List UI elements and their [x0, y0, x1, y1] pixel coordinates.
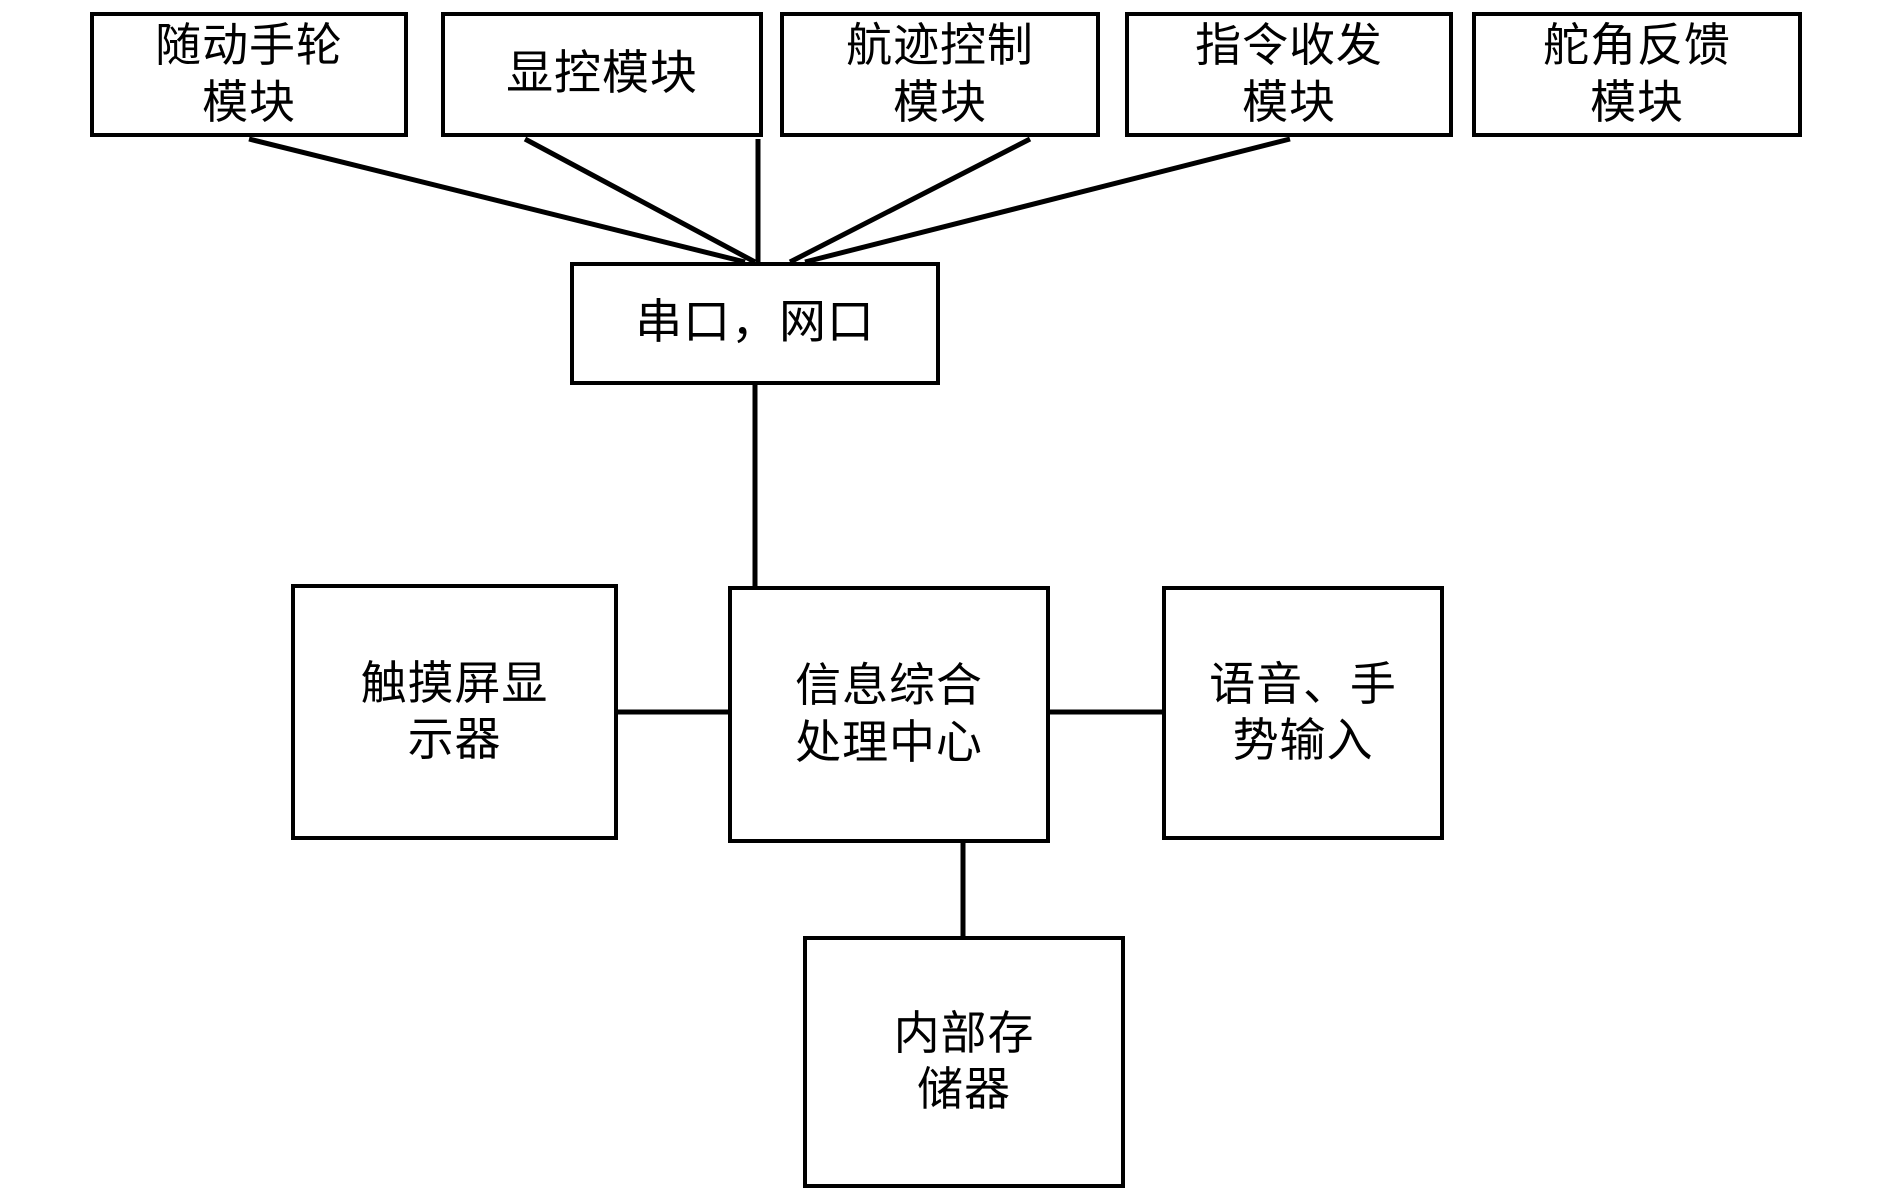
- edge-handwheel-to-port: [248, 136, 746, 265]
- node-handwheel-module[interactable]: 随动手轮 模块: [90, 12, 408, 137]
- node-rudder-angle-feedback-module[interactable]: 舵角反馈 模块: [1472, 12, 1802, 137]
- node-information-processing-center[interactable]: 信息综合 处理中心: [728, 586, 1050, 843]
- node-label: 舵角反馈 模块: [1543, 20, 1731, 128]
- edge-display-to-port: [523, 136, 757, 265]
- node-label: 显控模块: [506, 47, 698, 100]
- node-label: 指令收发 模块: [1195, 20, 1383, 128]
- node-label: 内部存 储器: [893, 1007, 1035, 1115]
- node-voice-gesture-input[interactable]: 语音、手 势输入: [1162, 586, 1444, 840]
- node-display-control-module[interactable]: 显控模块: [441, 12, 763, 137]
- node-label: 航迹控制 模块: [846, 20, 1034, 128]
- node-internal-memory[interactable]: 内部存 储器: [803, 936, 1125, 1188]
- node-command-transceiver-module[interactable]: 指令收发 模块: [1125, 12, 1453, 137]
- node-label: 随动手轮 模块: [155, 20, 343, 128]
- edge-rudder-to-port: [804, 136, 1291, 265]
- node-label: 语音、手 势输入: [1209, 658, 1397, 766]
- node-touchscreen-display[interactable]: 触摸屏显 示器: [291, 584, 618, 840]
- node-label: 信息综合 处理中心: [795, 660, 983, 768]
- node-label: 串口，网口: [635, 296, 875, 349]
- node-label: 触摸屏显 示器: [360, 657, 549, 765]
- node-track-control-module[interactable]: 航迹控制 模块: [780, 12, 1100, 137]
- node-serial-network-port[interactable]: 串口，网口: [570, 262, 940, 385]
- edge-command-to-port: [788, 136, 1032, 265]
